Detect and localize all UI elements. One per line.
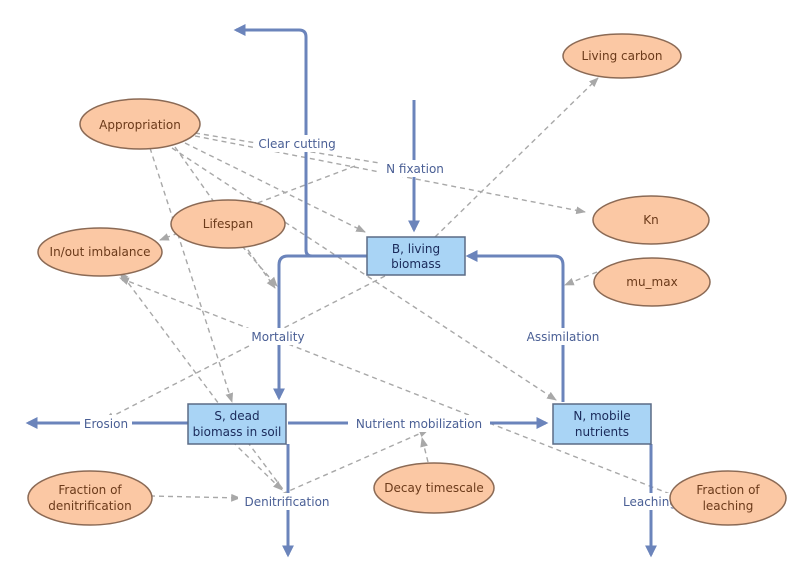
stock-n-mobile-nutrients: N, mobile nutrients: [552, 403, 652, 445]
stock-n-label-line2: nutrients: [575, 425, 629, 439]
variable-decay-timescale-label: Decay timescale: [384, 481, 484, 495]
variable-inout-imbalance-label: In/out imbalance: [50, 245, 151, 259]
stock-n-label-line1: N, mobile: [573, 409, 630, 423]
flow-label-nutrient-mobilization: Nutrient mobilization: [356, 417, 482, 431]
flow-label-mortality: Mortality: [251, 330, 304, 344]
flow-label-leaching: Leaching: [623, 495, 677, 509]
link-leaching-inout: [119, 277, 671, 495]
variable-lifespan-label: Lifespan: [203, 217, 253, 231]
variable-decay-timescale: Decay timescale: [373, 462, 495, 514]
link-fracdenit-denit: [149, 493, 241, 502]
flow-label-denitrification: Denitrification: [244, 495, 329, 509]
link-appropriation-kn: [184, 142, 366, 233]
flow-label-assimilation: Assimilation: [527, 330, 600, 344]
flow-pipe-assimilation: [465, 250, 565, 402]
stock-s-label-line1: S, dead: [214, 409, 259, 423]
flow-labels: Clear cutting N fixation Mortality Assim…: [80, 135, 680, 510]
flow-label-clear-cutting: Clear cutting: [258, 137, 335, 151]
link-appropriation-s: [149, 147, 234, 403]
stock-s-label-line2: biomass in soil: [193, 425, 282, 439]
flow-label-n-fixation: N fixation: [386, 162, 444, 176]
variable-living-carbon-label: Living carbon: [582, 49, 663, 63]
link-mumax-assimilation: [564, 271, 598, 286]
link-b-livingcarbon: [434, 77, 599, 238]
variable-lifespan: Lifespan: [170, 199, 286, 249]
variable-appropriation: Appropriation: [79, 98, 201, 150]
variable-appropriation-label: Appropriation: [99, 118, 181, 132]
variable-mu-max-label: mu_max: [626, 275, 677, 289]
variable-kn: Kn: [592, 195, 710, 245]
variable-fraction-of-leaching: Fraction of leaching: [669, 470, 787, 526]
variable-fraction-of-denitrification: Fraction of denitrification: [27, 470, 153, 526]
link-appropriation-mortality: [174, 146, 276, 289]
link-b-erosion: [104, 275, 386, 421]
flow-pipe-mortality: [273, 254, 367, 401]
link-denit-inout: [119, 271, 289, 497]
variable-mu-max: mu_max: [593, 257, 711, 307]
variable-frac-leach-line1: Fraction of: [696, 483, 760, 497]
variable-frac-denit-line1: Fraction of: [58, 483, 122, 497]
variable-living-carbon: Living carbon: [562, 33, 682, 79]
link-appropriation-n: [171, 147, 557, 401]
variable-inout-imbalance: In/out imbalance: [37, 227, 163, 277]
variable-frac-leach-line2: leaching: [703, 499, 754, 513]
stock-b-label-line2: biomass: [391, 257, 441, 271]
stock-b-label-line1: B, living: [392, 242, 440, 256]
link-decay-mobilization: [420, 437, 429, 463]
stock-s-dead-biomass: S, dead biomass in soil: [187, 403, 287, 445]
flow-label-erosion: Erosion: [84, 417, 128, 431]
variable-frac-denit-line2: denitrification: [48, 499, 131, 513]
variable-kn-label: Kn: [643, 213, 658, 227]
stock-b-living-biomass: B, living biomass: [366, 236, 466, 276]
